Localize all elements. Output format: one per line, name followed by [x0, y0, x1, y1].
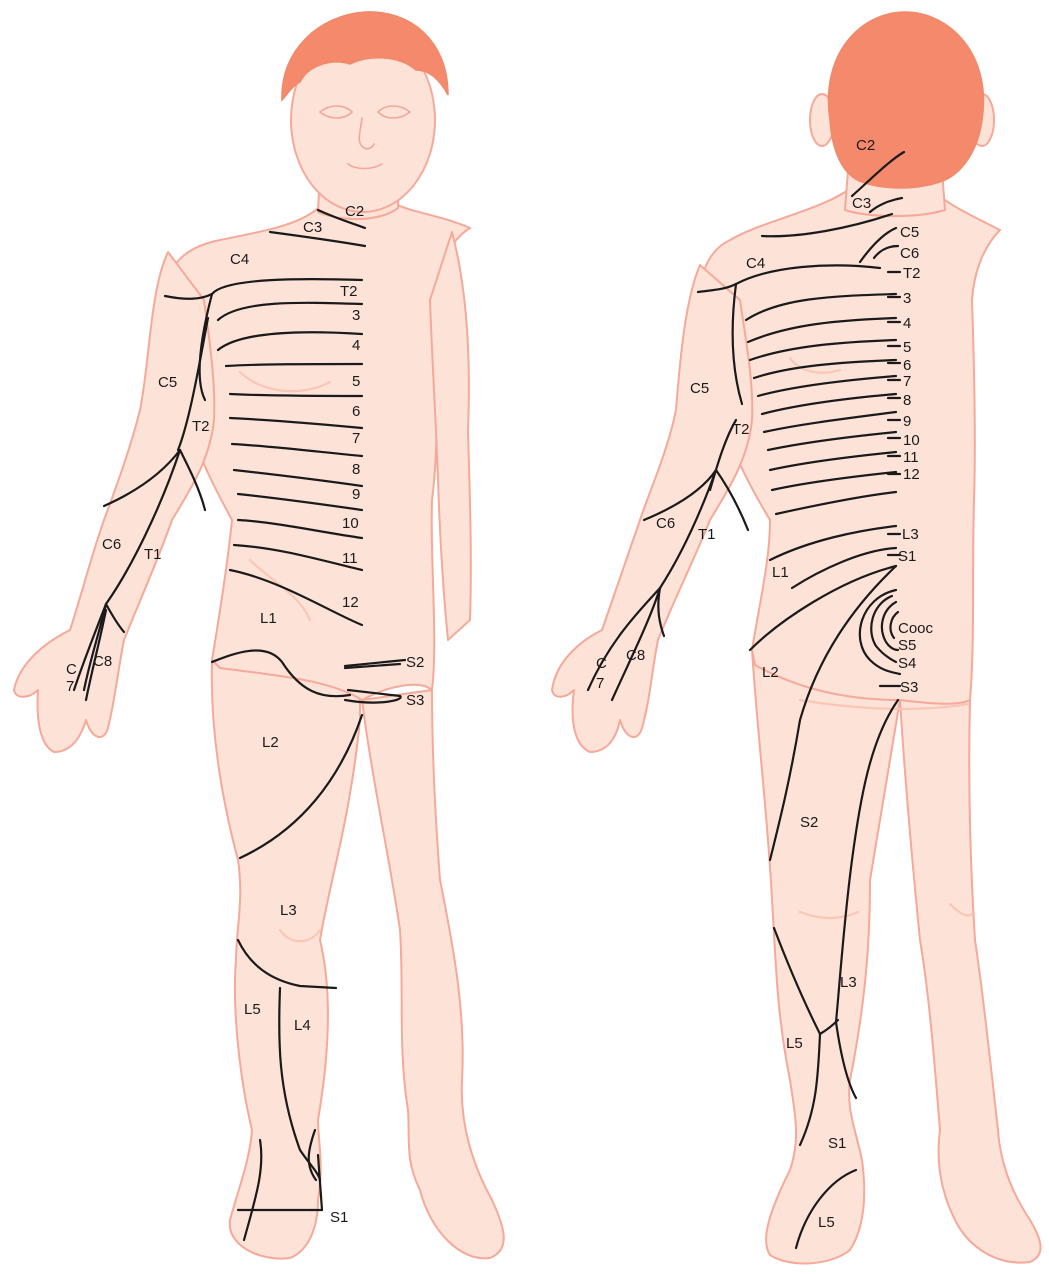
back-head	[828, 12, 983, 188]
back-label-7: 7	[903, 373, 911, 390]
back-label-l1: L1	[772, 564, 789, 581]
front-label-s2: S2	[406, 654, 424, 671]
back-label-c6: C6	[900, 245, 919, 262]
back-label-c2: C2	[856, 137, 875, 154]
back-label-l3-top: L3	[902, 526, 919, 543]
front-label-c6: C6	[102, 536, 121, 553]
back-label-l5: L5	[786, 1035, 803, 1052]
front-label-7: 7	[352, 430, 360, 447]
front-label-3: 3	[352, 307, 360, 324]
front-label-4: 4	[352, 337, 360, 354]
front-label-c3: C3	[303, 219, 322, 236]
back-label-c5-arm: C5	[690, 380, 709, 397]
back-label-9: 9	[903, 413, 911, 430]
back-label-t2-arm: T2	[732, 421, 750, 438]
back-label-c3: C3	[852, 195, 871, 212]
back-label-c7-b: 7	[596, 675, 604, 692]
back-label-10: 10	[903, 432, 920, 449]
front-figure: C2 C3 C4 T2 3 4 5 6 7 8 9 10 11 12 C5 T2…	[14, 12, 504, 1259]
back-label-t1: T1	[698, 526, 716, 543]
back-label-s4: S4	[898, 655, 916, 672]
back-label-c4: C4	[746, 255, 765, 272]
front-label-s1: S1	[330, 1209, 348, 1226]
back-label-t2: T2	[903, 265, 921, 282]
back-label-12: 12	[903, 466, 920, 483]
front-label-t1: T1	[144, 546, 162, 563]
front-label-c7-a: C	[66, 661, 77, 678]
front-label-t2-arm: T2	[192, 418, 210, 435]
front-label-t2: T2	[340, 283, 358, 300]
front-label-l5: L5	[244, 1001, 261, 1018]
front-label-10: 10	[342, 515, 359, 532]
back-label-c5: C5	[900, 224, 919, 241]
back-right-leg	[900, 700, 1041, 1263]
back-label-c8: C8	[626, 647, 645, 664]
back-label-c7-a: C	[596, 655, 607, 672]
front-label-c8: C8	[93, 653, 112, 670]
back-label-s5: S5	[898, 637, 916, 654]
back-left-arm	[552, 265, 752, 752]
front-label-c4: C4	[230, 251, 249, 268]
front-label-11: 11	[342, 550, 358, 567]
front-label-l2: L2	[262, 734, 279, 751]
front-label-l1: L1	[260, 610, 277, 627]
back-label-l3: L3	[840, 974, 857, 991]
front-right-leg	[362, 690, 504, 1258]
front-right-arm	[430, 232, 471, 640]
front-label-6: 6	[352, 403, 360, 420]
back-label-5: 5	[903, 339, 911, 356]
front-label-9: 9	[352, 486, 360, 503]
back-label-s1-top: S1	[898, 548, 916, 565]
back-figure: C2 C3 C5 C6 C4 T2 3 4 5 6 7 8 9 10 11 12…	[552, 12, 1041, 1264]
front-label-c7-b: 7	[66, 678, 74, 695]
back-label-11: 11	[903, 449, 919, 466]
back-label-l5-foot: L5	[818, 1214, 835, 1231]
back-label-6: 6	[903, 357, 911, 374]
front-label-s3: S3	[406, 692, 424, 709]
back-label-c6-arm: C6	[656, 515, 675, 532]
back-label-s2: S2	[800, 814, 818, 831]
back-label-s3: S3	[900, 679, 918, 696]
back-label-4: 4	[903, 315, 911, 332]
front-label-5: 5	[352, 373, 360, 390]
front-left-leg	[212, 660, 360, 1259]
back-label-3: 3	[903, 290, 911, 307]
front-label-12: 12	[342, 594, 359, 611]
front-label-c2: C2	[345, 203, 364, 220]
back-label-s1: S1	[828, 1135, 846, 1152]
back-label-8: 8	[903, 392, 911, 409]
front-label-c5: C5	[158, 374, 177, 391]
back-label-cooc: Cooc	[898, 620, 934, 637]
front-label-l4: L4	[294, 1017, 311, 1034]
front-label-l3: L3	[280, 902, 297, 919]
back-label-l2: L2	[762, 664, 779, 681]
front-label-8: 8	[352, 461, 360, 478]
